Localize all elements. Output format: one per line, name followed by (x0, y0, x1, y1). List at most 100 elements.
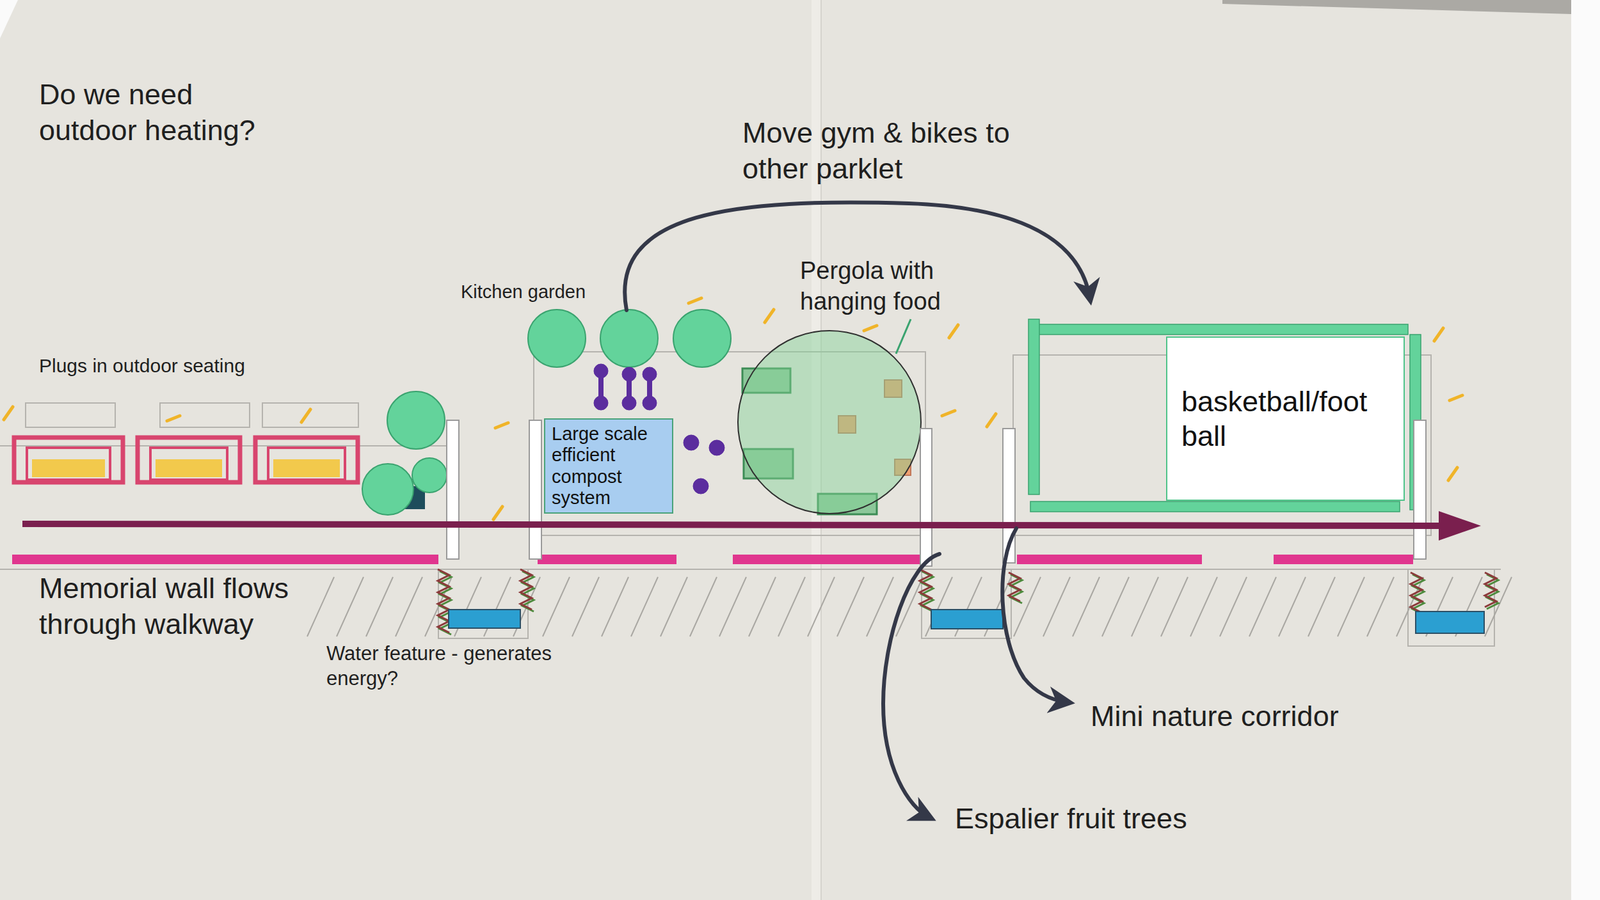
memorial-wall (732, 554, 924, 565)
bench (14, 437, 358, 483)
dumbbell (642, 396, 657, 411)
climber (437, 569, 450, 633)
dumbbell (622, 367, 637, 382)
pergola-circle (737, 330, 921, 514)
bench (273, 459, 340, 478)
compost-box: Large scale efficient compost system (544, 418, 674, 514)
gate-post (446, 420, 459, 560)
callout-label: Pergola with hanging food (800, 256, 954, 317)
plug-mark (688, 298, 702, 304)
tree (528, 309, 586, 368)
pencil-sketch (0, 445, 448, 447)
court-frame (1030, 501, 1400, 512)
plug-mark (495, 423, 509, 429)
dumbbell (693, 478, 709, 495)
callout-label: Espalier fruit trees (954, 801, 1188, 838)
plug-mark (1434, 328, 1444, 342)
pergola-circle (896, 319, 911, 354)
climber (919, 569, 932, 610)
gate-post (1413, 420, 1426, 560)
dumbbell (593, 396, 608, 411)
tree (673, 309, 731, 368)
plug-mark (986, 414, 996, 427)
box-text: basketball/foot ball (1181, 384, 1390, 454)
tree (362, 464, 414, 516)
plug-mark (864, 325, 877, 331)
bench (26, 448, 111, 480)
plug-mark (3, 407, 13, 420)
bench (268, 448, 345, 480)
paper (0, 0, 18, 39)
plug-mark (3, 298, 1463, 520)
gate-post (529, 420, 542, 560)
dumbbell (622, 396, 637, 411)
area-label: Kitchen garden (460, 280, 586, 304)
plug-mark (167, 416, 180, 422)
plug-mark (942, 410, 955, 416)
callout-label: Mini nature corridor (1090, 698, 1339, 735)
plug-mark (301, 409, 311, 423)
walkway-arrow (22, 511, 1481, 541)
water-feature (448, 609, 1485, 634)
plug-mark (1449, 395, 1463, 401)
plug-mark (493, 506, 503, 520)
pencil-sketch (0, 568, 1501, 571)
tree (362, 309, 731, 516)
dumbbell (683, 435, 699, 451)
area-label: Plugs in outdoor seating (39, 353, 246, 379)
bench (155, 459, 223, 478)
gate-post (920, 428, 932, 567)
tree (600, 309, 658, 368)
pencil-sketch (25, 403, 116, 428)
pencil-sketch (921, 569, 1012, 639)
pergola-circle (737, 319, 921, 514)
bench (14, 437, 123, 483)
pencil-sketch (438, 569, 528, 639)
callout-arrow (883, 554, 940, 818)
court-frame (1028, 319, 1040, 495)
box-text: Large scale efficient compost system (551, 423, 666, 509)
tree (387, 391, 445, 450)
memorial-wall (1016, 554, 1202, 565)
callout-arrow (1002, 528, 1068, 703)
paper (1571, 0, 1600, 900)
bench (32, 459, 105, 478)
note-text: Memorial wall flows through walkway (39, 570, 308, 644)
plug-mark (949, 325, 959, 338)
dumbbell (642, 367, 657, 382)
tree (412, 458, 447, 493)
note-text: Do we need outdoor heating? (39, 76, 276, 150)
bench (255, 437, 358, 483)
court-box: basketball/foot ball (1166, 336, 1405, 502)
climber (1410, 572, 1423, 614)
climber (1008, 572, 1021, 602)
plug-mark (1448, 467, 1458, 481)
water-feature (1415, 611, 1485, 634)
water-feature (448, 609, 521, 629)
bench (150, 448, 228, 480)
memorial-wall (537, 554, 677, 565)
note-text: Move gym & bikes to other parklet (742, 115, 1031, 188)
plug-mark (764, 309, 774, 323)
memorial-wall (1273, 554, 1414, 565)
pencil-sketch (160, 403, 250, 428)
paper (1222, 0, 1572, 15)
climber (437, 569, 1499, 635)
court-frame (1028, 319, 1421, 512)
pencil-sketch (262, 403, 359, 428)
callout-arrow (624, 202, 1090, 818)
dumbbell (709, 440, 725, 456)
memorial-wall (12, 554, 1414, 565)
walkway-arrow (22, 524, 1444, 527)
walkway-arrow (1438, 511, 1481, 541)
callout-label: Water feature - generates energy? (326, 641, 570, 692)
bench (137, 437, 240, 483)
dumbbell (593, 364, 608, 379)
water-feature (931, 609, 1003, 630)
court-frame (1038, 324, 1408, 335)
climber (520, 569, 532, 610)
climber (1484, 572, 1497, 608)
